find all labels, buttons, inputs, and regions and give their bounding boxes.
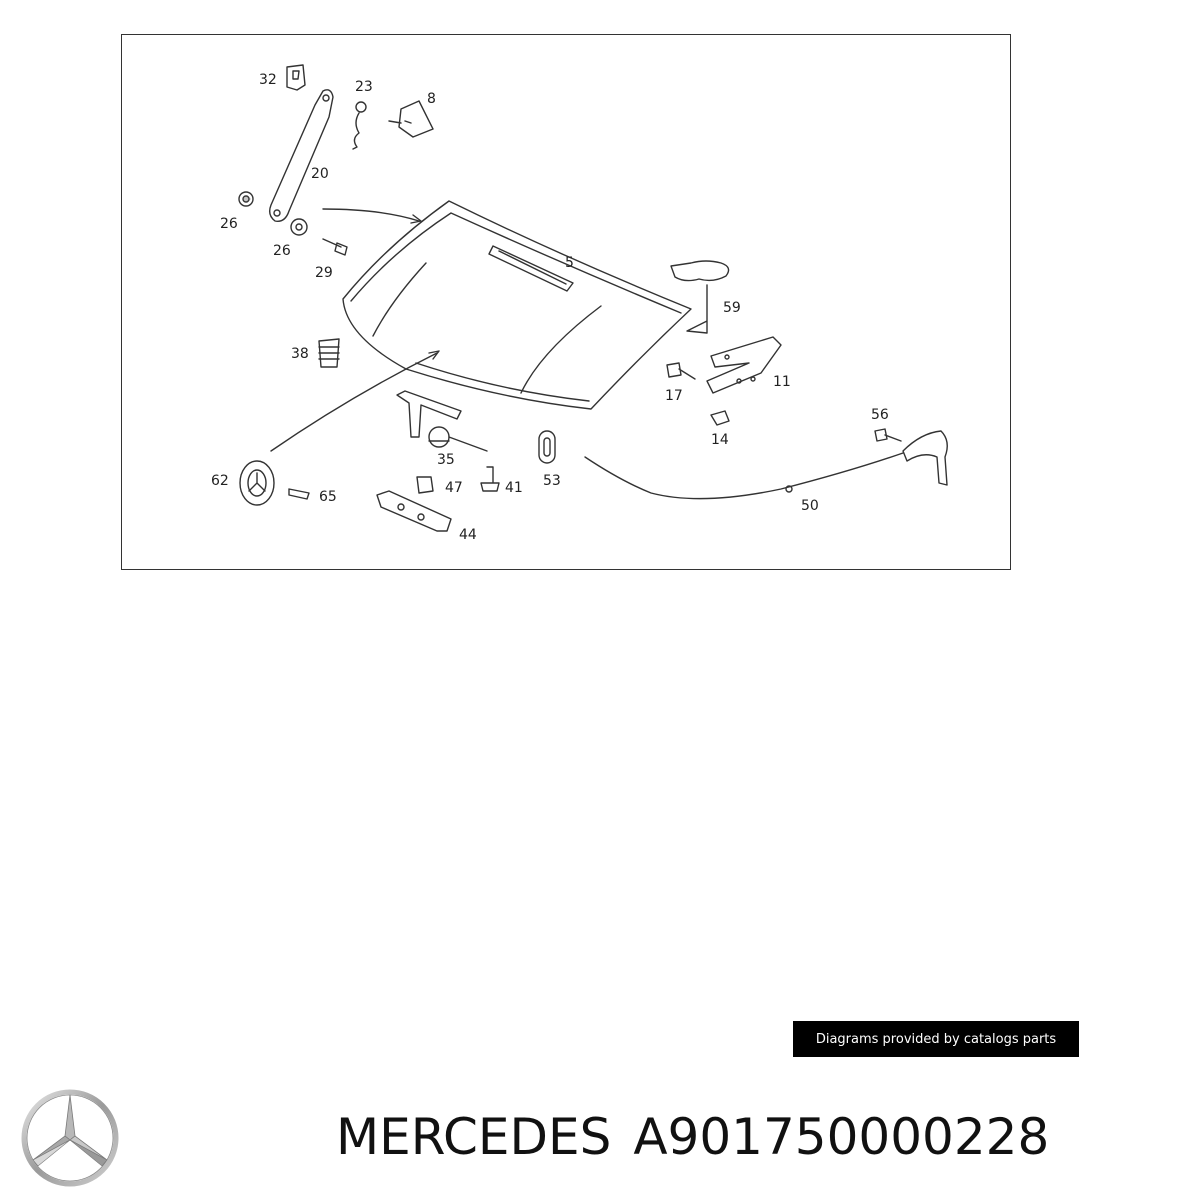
hood-panel xyxy=(342,200,692,410)
part-label-26: 26 xyxy=(220,216,238,232)
clip-14 xyxy=(710,410,730,426)
release-cable-50 xyxy=(584,452,904,500)
part-label-8: 8 xyxy=(427,91,436,107)
part-label-26-b: 26 xyxy=(273,243,291,259)
part-label-35: 35 xyxy=(437,452,455,468)
bolt-17 xyxy=(666,362,696,380)
bolt-41 xyxy=(480,466,500,492)
part-label-56: 56 xyxy=(871,407,889,423)
spring-23 xyxy=(352,112,360,150)
screw-56 xyxy=(874,428,902,442)
emblem-62 xyxy=(239,460,275,506)
hood-stay-20 xyxy=(268,89,334,222)
hinge-11 xyxy=(706,336,782,394)
hood-lock-35 xyxy=(396,390,462,438)
part-label-11: 11 xyxy=(773,374,791,390)
pin-65 xyxy=(288,488,310,500)
brand-name: MERCEDES xyxy=(336,1108,612,1166)
bolt-29 xyxy=(322,238,348,256)
part-number: A901750000228 xyxy=(633,1108,1050,1166)
part-label-14: 14 xyxy=(711,432,729,448)
part-label-20: 20 xyxy=(311,166,329,182)
clip-32 xyxy=(286,64,306,91)
mercedes-star-icon xyxy=(20,1088,120,1188)
part-label-32: 32 xyxy=(259,72,277,88)
part-label-59: 59 xyxy=(723,300,741,316)
part-label-65: 65 xyxy=(319,489,337,505)
release-handle xyxy=(902,430,948,486)
parts-diagram: 32 23 8 20 26 26 29 5 59 38 11 17 56 14 … xyxy=(121,34,1011,570)
part-label-62: 62 xyxy=(211,473,229,489)
part-label-17: 17 xyxy=(665,388,683,404)
part-label-44: 44 xyxy=(459,527,477,543)
bracket-44 xyxy=(376,490,452,532)
bracket-8 xyxy=(388,100,434,138)
grommet-53 xyxy=(538,430,556,464)
part-label-38: 38 xyxy=(291,346,309,362)
seal-59 xyxy=(670,260,730,282)
arrow-emblem-to-hood xyxy=(270,352,438,452)
part-label-41: 41 xyxy=(505,480,523,496)
part-label-47: 47 xyxy=(445,480,463,496)
part-label-5: 5 xyxy=(565,255,574,271)
part-label-50: 50 xyxy=(801,498,819,514)
part-label-29: 29 xyxy=(315,265,333,281)
diagram-credit-banner: Diagrams provided by catalogs parts xyxy=(793,1021,1079,1057)
part-label-53: 53 xyxy=(543,473,561,489)
exploded-view-drawing: 32 23 8 20 26 26 29 5 59 38 11 17 56 14 … xyxy=(211,64,948,543)
part-title: MERCEDES A901750000228 xyxy=(336,1108,1071,1166)
arrow-stay-to-hood xyxy=(322,208,420,222)
bump-stop-38 xyxy=(318,338,340,368)
part-label-23: 23 xyxy=(355,79,373,95)
bolt-47 xyxy=(416,476,434,494)
